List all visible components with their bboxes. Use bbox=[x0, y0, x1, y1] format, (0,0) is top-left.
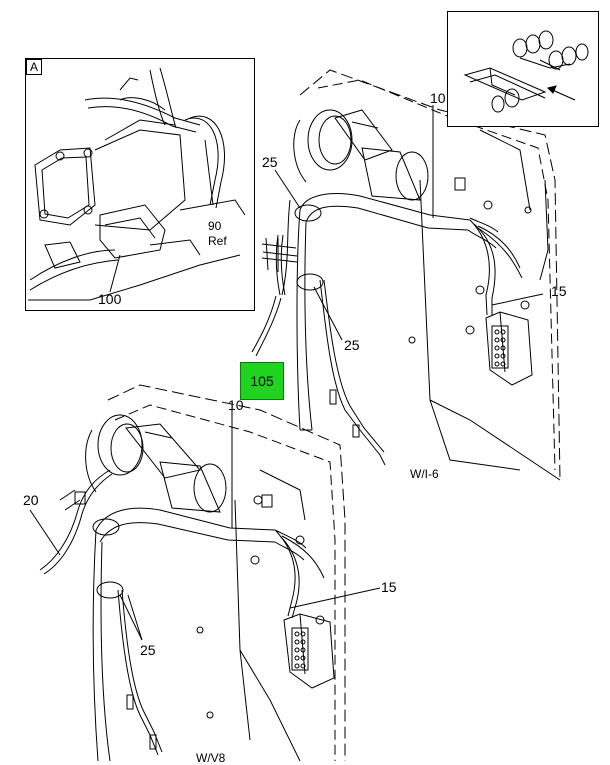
callout-15-upper: 15 bbox=[551, 283, 567, 299]
detail-a-frame bbox=[25, 58, 255, 311]
upper-connector-15 bbox=[485, 311, 533, 386]
part-105-hotspot[interactable]: 105 bbox=[240, 362, 284, 400]
callout-10-upper: 10 bbox=[430, 90, 446, 106]
lower-leader-lines bbox=[29, 408, 381, 641]
callout-15-lower: 15 bbox=[381, 579, 397, 595]
callout-25-lower: 25 bbox=[140, 642, 156, 658]
callout-90-ref: Ref bbox=[208, 234, 227, 248]
callout-90: 90 bbox=[208, 219, 222, 233]
lower-harness-cable bbox=[39, 469, 325, 761]
upper-leader-lines bbox=[274, 105, 544, 341]
callout-100: 100 bbox=[98, 291, 122, 307]
view-label-upper: W/I-6 bbox=[410, 467, 439, 481]
lower-connector-15 bbox=[283, 613, 335, 689]
detail-a-tag: A bbox=[26, 59, 42, 75]
upper-harness-cable bbox=[251, 193, 523, 466]
upper-frame-panel bbox=[299, 69, 561, 481]
callout-10-lower: 10 bbox=[228, 397, 244, 413]
callout-25-upper-top: 25 bbox=[262, 154, 278, 170]
lower-frame-panel bbox=[59, 384, 346, 761]
lower-motor bbox=[85, 414, 227, 513]
callout-25-upper-mid: 25 bbox=[344, 337, 360, 353]
callout-20: 20 bbox=[23, 492, 39, 508]
truck-locator-frame bbox=[447, 11, 599, 127]
view-label-lower: W/V8 bbox=[196, 751, 226, 765]
upper-motor bbox=[293, 109, 429, 201]
